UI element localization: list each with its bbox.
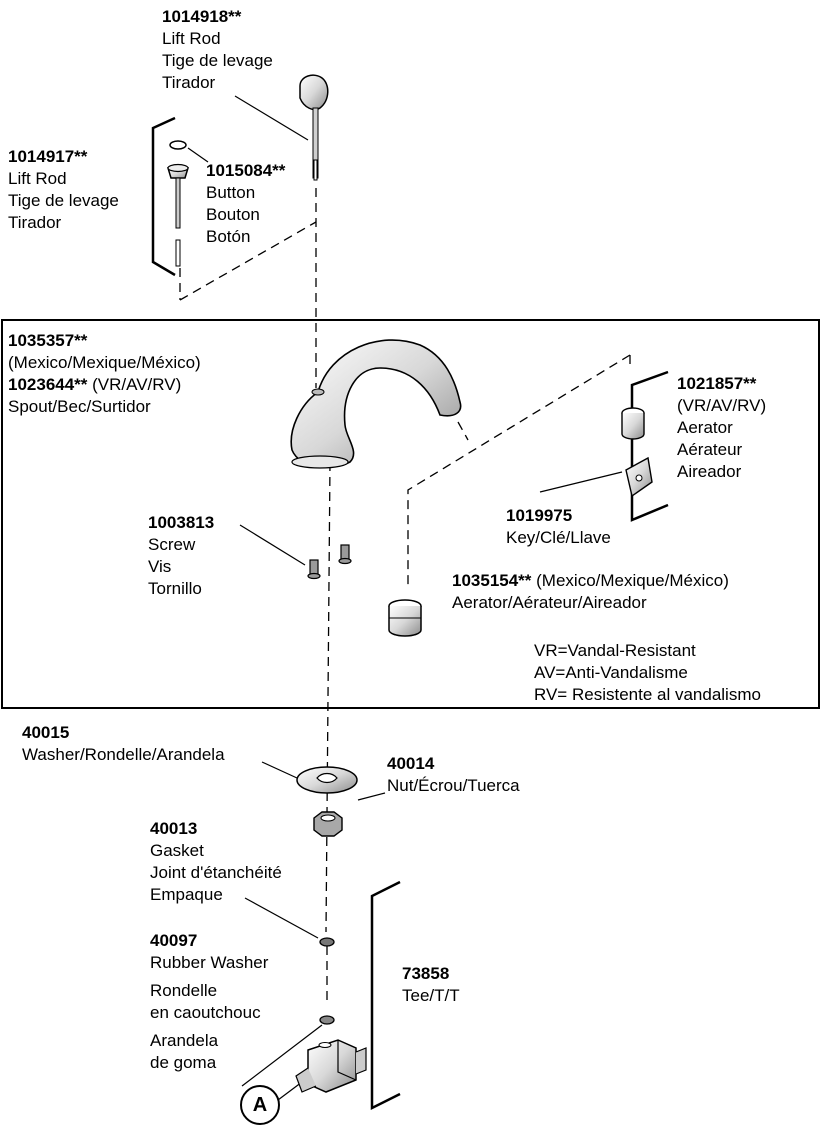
part-number: 1023644** [8,375,88,394]
tee-bracket [370,880,401,1111]
part-number: 1021857** [677,374,757,393]
part-desc: (Mexico/Mexique/México) [8,353,201,372]
spout-shape [290,339,462,469]
part-desc: Tige de levage [162,51,273,70]
spout-section-frame [1,319,820,709]
legend-item: RV= Resistente al vandalismo [534,685,761,704]
part-desc: Rondelle [150,981,218,1000]
label-aerator-mx: 1035154** (Mexico/Mexique/México) Aerato… [452,570,729,614]
lift-rod-bracket [151,116,176,277]
label-spout: 1035357** (Mexico/Mexique/México) 102364… [8,330,201,418]
part-desc: Spout/Bec/Surtidor [8,397,151,416]
part-desc: de goma [150,1053,217,1072]
label-key: 1019975 Key/Clé/Llave [506,505,611,549]
part-number: 40097 [150,931,198,950]
part-desc: Gasket [150,841,204,860]
part-desc: Rubber Washer [150,953,269,972]
screws-shape [307,544,352,580]
lift-rod-left-shape [166,140,190,267]
callout-a: A [240,1085,280,1125]
part-number: 1035154** [452,571,532,590]
label-screw: 1003813 Screw Vis Tornillo [148,512,214,600]
part-desc: Lift Rod [162,29,221,48]
part-desc: Nut/Écrou/Tuerca [387,776,520,795]
part-desc: Botón [206,227,251,246]
part-number: 1014917** [8,147,88,166]
part-desc: Tirador [162,73,216,92]
aerator-mx-shape [388,599,422,637]
part-number: 1035357** [8,331,88,350]
part-desc: Tige de levage [8,191,119,210]
part-number: 40015 [22,723,70,742]
tee-shape [295,1039,367,1093]
part-desc: Aerator [677,418,733,437]
part-number: 1014918** [162,7,242,26]
part-desc: Aireador [677,462,742,481]
legend-item: AV=Anti-Vandalisme [534,663,688,682]
lift-rod-top-shape [299,74,329,181]
part-number: 1003813 [148,513,215,532]
part-desc: Key/Clé/Llave [506,528,611,547]
part-desc: Bouton [206,205,260,224]
legend-item: VR=Vandal-Resistant [534,641,696,660]
washer-shape [296,766,358,794]
part-number: 1015084** [206,161,286,180]
part-desc: en caoutchouc [150,1003,261,1022]
label-washer: 40015 Washer/Rondelle/Arandela [22,722,225,766]
part-desc: Aérateur [677,440,743,459]
label-aerator-vr: 1021857** (VR/AV/RV) Aerator Aérateur Ai… [677,373,766,483]
label-gasket: 40013 Gasket Joint d'étanchéité Empaque [150,818,282,906]
part-variant: (VR/AV/RV) [87,375,182,394]
part-desc: Washer/Rondelle/Arandela [22,745,225,764]
label-button: 1015084** Button Bouton Botón [206,160,285,248]
aerator-bracket [630,370,669,522]
nut-shape [313,811,343,837]
key-shape [625,456,653,498]
part-number: 1019975 [506,506,573,525]
label-tee: 73858 Tee/T/T [402,963,460,1007]
label-rubber-washer: 40097 Rubber Washer Rondelle en caoutcho… [150,930,268,1074]
part-desc: Button [206,183,256,202]
gasket-shape [319,937,335,947]
part-desc: Joint d'étanchéité [150,863,282,882]
part-desc: Arandela [150,1031,219,1050]
aerator-vr-shape [621,407,645,440]
part-desc: Tornillo [148,579,202,598]
label-nut: 40014 Nut/Écrou/Tuerca [387,753,520,797]
part-desc: Empaque [150,885,223,904]
part-desc: Tee/T/T [402,986,460,1005]
part-desc: (VR/AV/RV) [677,396,767,415]
part-number: 40013 [150,819,198,838]
part-desc: Aerator/Aérateur/Aireador [452,593,647,612]
rubber-washer-shape [319,1015,335,1025]
part-variant: (Mexico/Mexique/México) [531,571,729,590]
label-lift-rod-left: 1014917** Lift Rod Tige de levage Tirado… [8,146,119,234]
label-lift-rod-top: 1014918** Lift Rod Tige de levage Tirado… [162,6,273,94]
part-desc: Vis [148,557,172,576]
part-desc: Screw [148,535,196,554]
legend: VR=Vandal-Resistant AV=Anti-Vandalisme R… [534,640,761,706]
part-desc: Lift Rod [8,169,67,188]
part-desc: Tirador [8,213,62,232]
part-number: 40014 [387,754,435,773]
part-number: 73858 [402,964,450,983]
